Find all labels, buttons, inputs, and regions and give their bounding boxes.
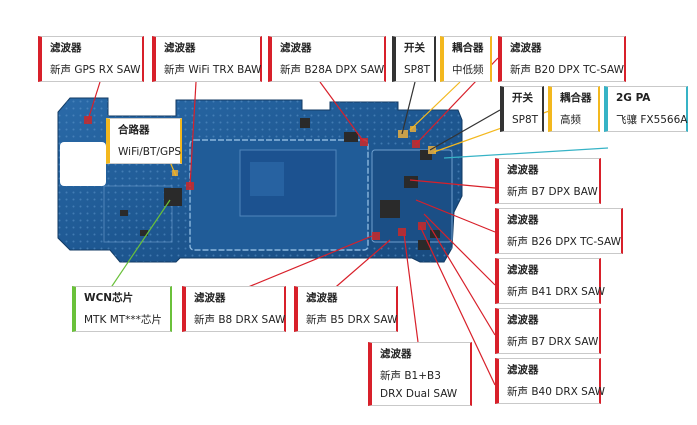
label-desc: 新声 GPS RX SAW [50, 64, 141, 76]
label-coupler-low-mid: 耦合器 中低频 [440, 36, 492, 82]
label-title: 滤波器 [50, 42, 82, 54]
label-2g-pa: 2G PA 飞骧 FX5566A [604, 86, 688, 132]
label-title: 滤波器 [507, 264, 539, 276]
label-desc: 中低频 [452, 64, 484, 76]
label-title: 开关 [404, 42, 425, 54]
label-desc: 新声 B7 DPX BAW [507, 186, 598, 198]
label-title: 滤波器 [507, 214, 539, 226]
label-desc: 新声 B8 DRX SAW [194, 314, 286, 326]
label-title: 2G PA [616, 92, 651, 104]
label-b1-b3-drx-dual-saw: 滤波器 新声 B1+B3 DRX Dual SAW [368, 342, 472, 406]
label-switch-sp8t-2: 开关 SP8T [500, 86, 544, 132]
label-b7-dpx-baw: 滤波器 新声 B7 DPX BAW [495, 158, 601, 204]
label-title: 耦合器 [560, 92, 592, 104]
label-desc-line1: 新声 B1+B3 [380, 370, 441, 382]
label-title: 滤波器 [510, 42, 542, 54]
label-desc: 新声 B41 DRX SAW [507, 286, 606, 298]
label-b7-drx-saw: 滤波器 新声 B7 DRX SAW [495, 308, 601, 354]
label-desc: SP8T [404, 64, 431, 76]
label-title: 滤波器 [194, 292, 226, 304]
label-desc: 新声 B40 DRX SAW [507, 386, 606, 398]
label-desc: 新声 WiFi TRX BAW [164, 64, 262, 76]
label-desc-line2: DRX Dual SAW [380, 388, 458, 400]
label-title: 开关 [512, 92, 533, 104]
label-title: 滤波器 [306, 292, 338, 304]
label-desc: 新声 B5 DRX SAW [306, 314, 398, 326]
label-desc: SP8T [512, 114, 539, 126]
label-combiner: 合路器 WiFi/BT/GPS [106, 118, 182, 164]
label-title: 滤波器 [280, 42, 312, 54]
label-desc: 新声 B26 DPX TC-SAW [507, 236, 621, 248]
label-wcn-chip: WCN芯片 MTK MT***芯片 [72, 286, 172, 332]
label-desc: WiFi/BT/GPS [118, 146, 182, 158]
label-desc: 新声 B20 DPX TC-SAW [510, 64, 624, 76]
label-b41-drx-saw: 滤波器 新声 B41 DRX SAW [495, 258, 606, 304]
label-b5-drx-saw: 滤波器 新声 B5 DRX SAW [294, 286, 398, 332]
label-title: 合路器 [118, 124, 150, 136]
label-b8-drx-saw: 滤波器 新声 B8 DRX SAW [182, 286, 286, 332]
label-title: 滤波器 [380, 348, 412, 360]
label-title: 耦合器 [452, 42, 484, 54]
label-title: WCN芯片 [84, 292, 134, 304]
label-b28a-dpx-saw: 滤波器 新声 B28A DPX SAW [268, 36, 386, 82]
label-desc: 高频 [560, 114, 581, 126]
label-title: 滤波器 [164, 42, 196, 54]
label-wifi-trx-baw: 滤波器 新声 WiFi TRX BAW [152, 36, 262, 82]
label-b26-dpx-tc-saw: 滤波器 新声 B26 DPX TC-SAW [495, 208, 623, 254]
label-title: 滤波器 [507, 364, 539, 376]
label-b20-dpx-tc-saw: 滤波器 新声 B20 DPX TC-SAW [498, 36, 626, 82]
label-gps-rx-saw: 滤波器 新声 GPS RX SAW [38, 36, 144, 82]
label-desc: 新声 B7 DRX SAW [507, 336, 599, 348]
label-desc: 新声 B28A DPX SAW [280, 64, 385, 76]
label-desc: 飞骧 FX5566A [616, 114, 688, 126]
label-coupler-high: 耦合器 高频 [548, 86, 600, 132]
label-switch-sp8t-1: 开关 SP8T [392, 36, 436, 82]
label-title: 滤波器 [507, 164, 539, 176]
label-b40-drx-saw: 滤波器 新声 B40 DRX SAW [495, 358, 606, 404]
board-cutout [60, 142, 106, 186]
label-title: 滤波器 [507, 314, 539, 326]
label-desc: MTK MT***芯片 [84, 314, 162, 326]
